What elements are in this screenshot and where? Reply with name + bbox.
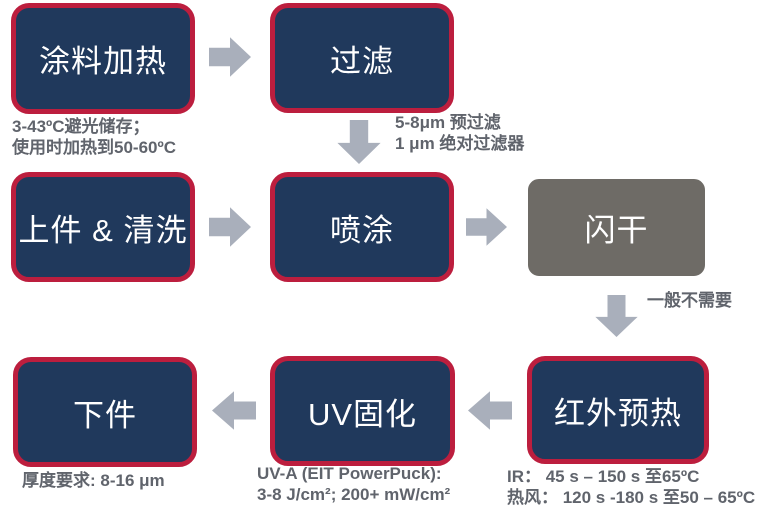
note-line: 一般不需要 xyxy=(647,291,732,310)
node-unload-label: 下件 xyxy=(73,397,137,433)
note-line: 3-8 J/cm²; 200+ mW/cm² xyxy=(257,485,451,504)
node-flash-dry-label: 闪干 xyxy=(584,213,649,248)
note-filter: 5-8μm 预过滤 1 μm 绝对过滤器 xyxy=(395,112,524,154)
arrow-right-icon xyxy=(466,208,507,246)
node-load-clean-label: 上件 & 清洗 xyxy=(18,212,188,248)
arrow-right-icon xyxy=(209,37,251,77)
note-coating-heat: 3-43ºC避光储存； 使用时加热到50-60ºC xyxy=(12,116,176,158)
node-load-clean: 上件 & 清洗 xyxy=(11,172,195,282)
note-line: 5-8μm 预过滤 xyxy=(395,113,501,132)
node-spray: 喷涂 xyxy=(270,172,454,282)
note-uv-cure: UV-A (EIT PowerPuck): 3-8 J/cm²; 200+ mW… xyxy=(257,463,450,505)
node-ir-preheat: 红外预热 xyxy=(527,356,709,464)
note-line: IR： 45 s – 150 s 至65ºC xyxy=(507,467,700,486)
note-line: 使用时加热到50-60ºC xyxy=(12,138,176,157)
note-line: UV-A (EIT PowerPuck): xyxy=(257,464,442,483)
node-flash-dry: 闪干 xyxy=(523,174,710,281)
arrow-left-icon xyxy=(212,391,256,430)
node-uv-cure-label: UV固化 xyxy=(307,396,418,432)
node-uv-cure: UV固化 xyxy=(270,356,455,466)
note-line: 热风： 120 s -180 s 至50 – 65ºC xyxy=(507,488,756,507)
arrow-down-icon xyxy=(595,295,638,337)
note-line: 3-43ºC避光储存； xyxy=(12,117,150,136)
arrow-left-icon xyxy=(468,391,512,430)
node-spray-label: 喷涂 xyxy=(330,212,394,248)
note-flash-dry: 一般不需要 xyxy=(647,290,732,311)
node-coating-heat: 涂料加热 xyxy=(11,3,195,114)
note-unload: 厚度要求: 8-16 μm xyxy=(22,470,165,491)
note-line: 1 μm 绝对过滤器 xyxy=(395,134,525,153)
node-coating-heat-label: 涂料加热 xyxy=(39,44,167,79)
node-filter: 过滤 xyxy=(270,3,454,113)
node-ir-preheat-label: 红外预热 xyxy=(554,395,682,431)
note-ir-preheat: IR： 45 s – 150 s 至65ºC 热风： 120 s -180 s … xyxy=(507,466,755,508)
node-unload: 下件 xyxy=(13,357,197,467)
node-filter-label: 过滤 xyxy=(330,43,394,79)
arrow-down-icon xyxy=(337,120,381,164)
note-line: 厚度要求: 8-16 μm xyxy=(22,471,165,490)
arrow-right-icon xyxy=(209,207,251,247)
